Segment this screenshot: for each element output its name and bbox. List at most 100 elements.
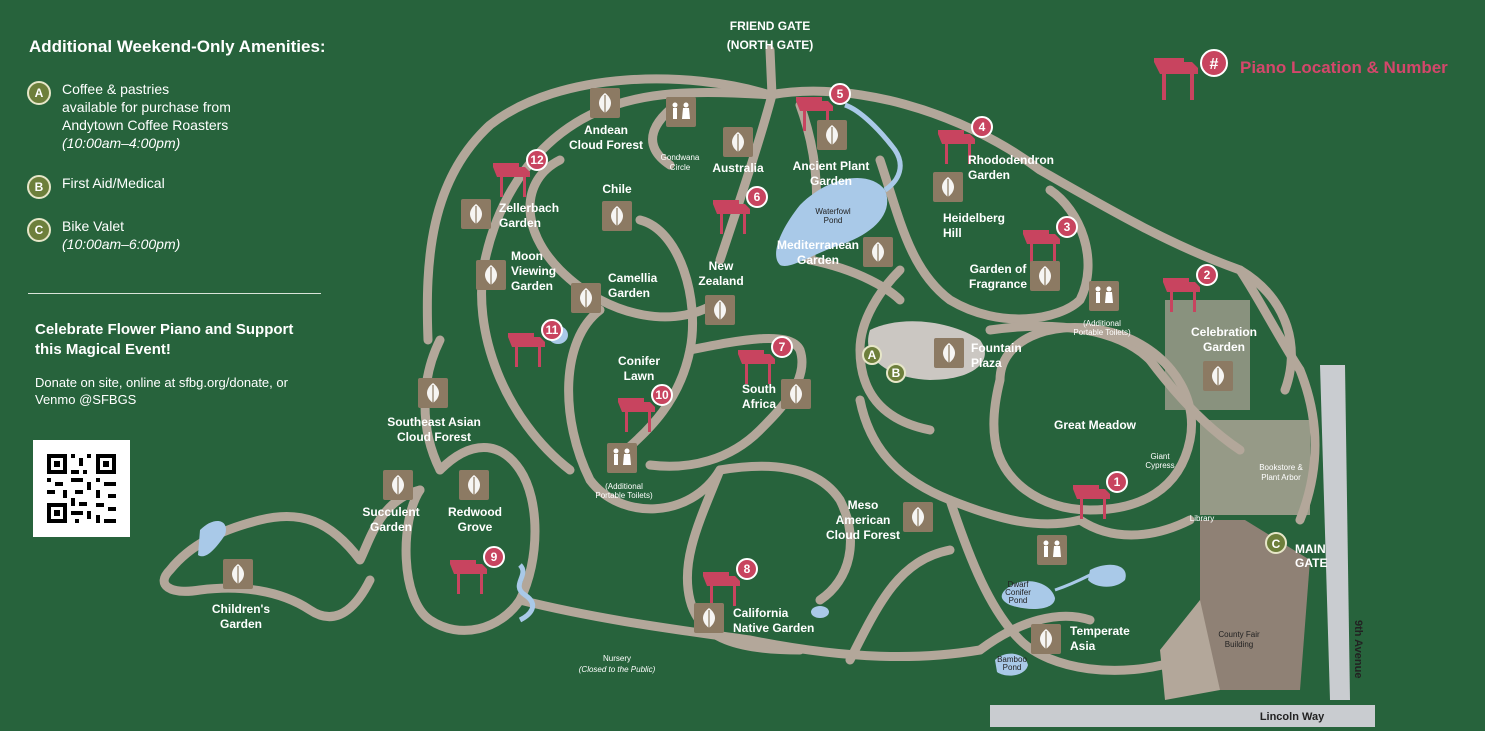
bookstore-label: Bookstore &Plant Arbor xyxy=(1259,463,1303,482)
succulent-icon xyxy=(383,470,413,500)
restroom-icon xyxy=(666,97,696,127)
restroom-icon xyxy=(607,443,637,473)
lincoln-way-label: Lincoln Way xyxy=(1260,711,1325,723)
children-icon xyxy=(223,559,253,589)
meso-icon xyxy=(903,502,933,532)
piano-4[interactable]: 4 xyxy=(938,116,993,164)
camellia-icon xyxy=(571,283,601,313)
legend-label: Piano Location & Number xyxy=(1240,58,1448,77)
newzealand-icon xyxy=(705,295,735,325)
water-features xyxy=(198,102,1126,676)
upper-pond xyxy=(1088,564,1126,587)
svg-text:C: C xyxy=(1272,537,1281,551)
nursery-note-label: (Closed to the Public) xyxy=(579,665,656,674)
piano-number-3: 3 xyxy=(1064,220,1071,234)
marker-a[interactable]: A xyxy=(862,345,882,365)
redwood-icon xyxy=(459,470,489,500)
piano-number-12: 12 xyxy=(530,153,544,167)
piano-10[interactable]: 10 xyxy=(618,384,673,432)
amenity-badge-a: A xyxy=(27,81,51,105)
temperate-icon xyxy=(1031,624,1061,654)
restroom-icon xyxy=(1089,281,1119,311)
piano-12[interactable]: 12 xyxy=(493,149,548,197)
zellerbach-icon xyxy=(461,199,491,229)
library-label: Library xyxy=(1190,514,1214,523)
moon-icon xyxy=(476,260,506,290)
garden-icons xyxy=(223,88,1233,654)
piano-11[interactable]: 11 xyxy=(508,319,563,367)
amenity-badge-b: B xyxy=(27,175,51,199)
bamboo-pond xyxy=(995,653,1028,676)
mediterranean-icon xyxy=(863,237,893,267)
piano-6[interactable]: 6 xyxy=(713,186,768,234)
fragrance-icon xyxy=(1030,261,1060,291)
australia-icon xyxy=(723,127,753,157)
fountain-plaza-area xyxy=(868,321,985,380)
north-gate-label: FRIEND GATE(NORTH GATE) xyxy=(727,19,813,52)
donate-text: Donate on site, online at sfbg.org/donat… xyxy=(35,375,288,407)
nursery-label: Nursery xyxy=(603,654,631,663)
piano-number-11: 11 xyxy=(546,323,559,337)
amenities-title: Additional Weekend-Only Amenities: xyxy=(29,37,326,56)
piano-8[interactable]: 8 xyxy=(703,558,758,606)
amenity-badge-c: C xyxy=(27,218,51,242)
piano-1[interactable]: 1 xyxy=(1073,471,1128,519)
amenity-a-line3: Andytown Coffee Roasters xyxy=(62,117,229,133)
path-network xyxy=(159,45,1320,675)
amenity-a: A Coffee & pastries available for purcha… xyxy=(27,80,297,152)
ninth-avenue-label: 9th Avenue xyxy=(1352,620,1364,678)
amenity-a-line1: Coffee & pastries xyxy=(62,81,170,97)
southafrica-icon xyxy=(781,379,811,409)
amenity-a-line2: available for purchase from xyxy=(62,99,231,115)
qr-code[interactable] xyxy=(33,440,130,537)
piano-legend-icon: # xyxy=(1154,49,1228,100)
waterfowl-pond xyxy=(776,178,888,266)
childrens-pond xyxy=(198,520,226,557)
amenity-c-hours: (10:00am–6:00pm) xyxy=(62,236,181,252)
piano-2[interactable]: 2 xyxy=(1163,264,1218,312)
chile-icon xyxy=(602,201,632,231)
piano-number-10: 10 xyxy=(655,388,669,402)
piano-number-6: 6 xyxy=(754,190,761,204)
california-icon xyxy=(694,603,724,633)
rhodo-icon xyxy=(933,172,963,202)
amenity-c: C Bike Valet (10:00am–6:00pm) xyxy=(27,217,297,253)
piano-number-1: 1 xyxy=(1114,475,1121,489)
seasian-icon xyxy=(418,378,448,408)
marker-b[interactable]: B xyxy=(886,363,906,383)
piano-number-2: 2 xyxy=(1204,268,1211,282)
piano-3[interactable]: 3 xyxy=(1023,216,1078,264)
piano-number-9: 9 xyxy=(491,550,498,564)
amenity-b: B First Aid/Medical xyxy=(27,174,297,199)
svg-text:B: B xyxy=(892,366,901,380)
piano-number-7: 7 xyxy=(779,340,786,354)
amenity-b-line1: First Aid/Medical xyxy=(62,175,165,191)
celebration-icon xyxy=(1203,361,1233,391)
piano-9[interactable]: 9 xyxy=(450,546,505,594)
marker-c-main-gate[interactable]: C xyxy=(1265,532,1287,554)
piano-7[interactable]: 7 xyxy=(738,336,793,384)
svg-text:A: A xyxy=(868,348,877,362)
